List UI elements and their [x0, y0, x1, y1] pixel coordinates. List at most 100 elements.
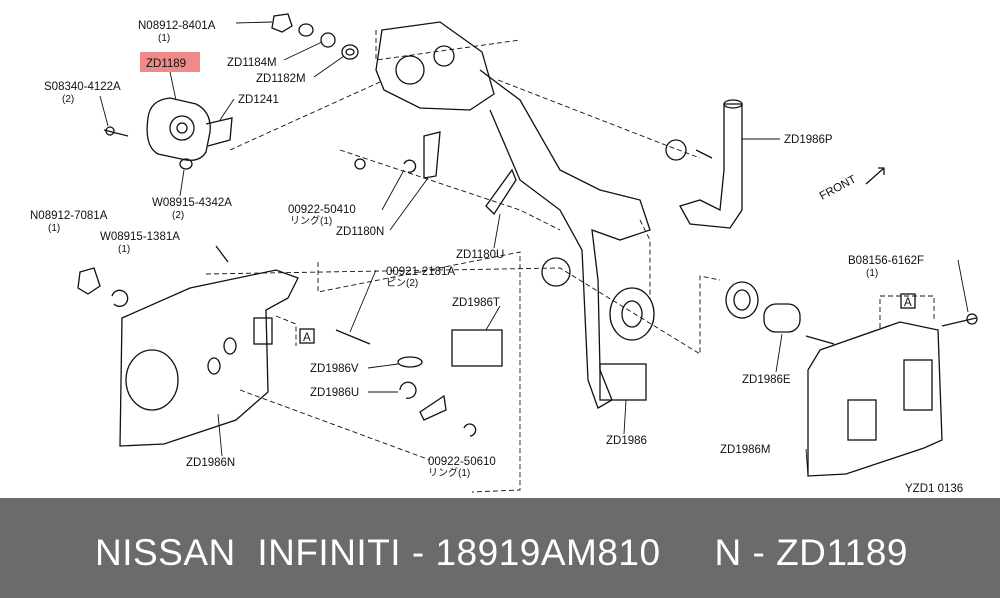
- lever-pin: [695, 149, 713, 159]
- stud-left-1: [223, 337, 237, 355]
- pedal-bushing: [609, 287, 655, 341]
- clevis-zd1180n: [423, 131, 441, 179]
- pivot-hole: [433, 45, 455, 67]
- label-w08915-1381a-qty: (1): [118, 244, 130, 255]
- leader-10: [805, 448, 809, 477]
- label-00922-50610: 00922-50610: [428, 456, 496, 468]
- pin-small: [354, 158, 366, 170]
- label-zd1184m: ZD1184M: [227, 57, 277, 69]
- label-zd1986v: ZD1986V: [310, 363, 359, 375]
- label-zd1986t: ZD1986T: [452, 297, 500, 309]
- ref-box-a-right: [900, 293, 916, 309]
- leader-4: [169, 71, 177, 101]
- switch-zd1986t: [451, 329, 503, 367]
- ref-box-a-left: [299, 328, 315, 344]
- lever-top: [723, 99, 743, 109]
- label-front: FRONT: [818, 173, 859, 202]
- leader-14: [367, 363, 399, 369]
- leader-1: [235, 21, 273, 24]
- label-s08340-4122a: S08340-4122A: [44, 81, 121, 93]
- bracket-zd1986n: [119, 269, 299, 447]
- leader-18: [381, 169, 405, 211]
- washer-zd1986v: [397, 356, 423, 368]
- dash-9: [275, 315, 297, 346]
- washer-zd1184m: [320, 32, 336, 48]
- part-number-caption: NISSAN INFINITI - 18919AM810 N - ZD1189: [95, 532, 908, 573]
- stud-left-2: [207, 357, 221, 375]
- label-zd1180n: ZD1180N: [336, 226, 384, 238]
- label-00922-50410-sub: リング(1): [290, 214, 332, 227]
- leader-7: [179, 169, 185, 197]
- washer-w08915-4342a: [179, 158, 193, 170]
- washer-w08915-1381a: [111, 289, 129, 307]
- label-n08912-8401a: N08912-8401A: [138, 20, 216, 32]
- label-00921-2181a: 00921-2181A: [386, 266, 455, 278]
- leader-19: [389, 177, 429, 231]
- collar: [541, 257, 571, 287]
- leader-6: [219, 98, 235, 121]
- parts-diagram: ZD1189 N08912-8401A (1) ZD1184M ZD1182M …: [30, 13, 978, 495]
- dash-3: [339, 149, 561, 231]
- dash-2: [375, 30, 521, 61]
- clip-plate: [419, 394, 447, 421]
- lever-zd1986p: [679, 103, 743, 229]
- label-n08912-7081a: N08912-7081A: [30, 210, 108, 222]
- ref-a-right-text: A: [904, 297, 912, 309]
- leader-3: [313, 55, 345, 78]
- bracket-window: [903, 359, 933, 411]
- label-zd1189: ZD1189: [146, 58, 186, 70]
- dash-5: [317, 251, 521, 493]
- nut-top: [271, 13, 293, 33]
- plate-zd1180u: [485, 168, 517, 216]
- label-w08915-4342a-qty: (2): [172, 210, 184, 221]
- sensor-connector-zd1241: [205, 117, 233, 147]
- bushing-right: [665, 139, 687, 161]
- screw-head: [105, 126, 115, 136]
- label-zd1986: ZD1986: [606, 435, 647, 447]
- nut-n08912-7081a: [77, 267, 101, 295]
- dash-7: [239, 389, 431, 461]
- bracket-hole: [125, 349, 179, 411]
- label-b08156-6162f: B08156-6162F: [848, 255, 924, 267]
- dash-1: [229, 81, 381, 151]
- label-n08912-7081a-qty: (1): [48, 223, 60, 234]
- dash-6: [205, 267, 721, 355]
- bolt-head: [966, 313, 978, 325]
- pedal-arm-zd1986: [479, 69, 651, 409]
- label-n08912-8401a-qty: (1): [158, 33, 170, 44]
- label-zd1182m: ZD1182M: [256, 73, 306, 85]
- exploded-view-drawing: ZD1189 N08912-8401A (1) ZD1184M ZD1182M …: [30, 13, 978, 495]
- leader-16: [349, 269, 377, 333]
- label-b08156-6162f-qty: (1): [866, 268, 878, 279]
- pin-00921-2181a: [335, 329, 371, 345]
- highlight-box: [140, 52, 200, 72]
- dash-4: [497, 79, 701, 159]
- ring-00922-50410: [403, 159, 417, 173]
- label-zd1986p: ZD1986P: [784, 134, 833, 146]
- pedal-bushing-hole: [621, 300, 643, 328]
- label-zd1986n: ZD1986N: [186, 457, 235, 469]
- label-zd1986u: ZD1986U: [310, 387, 359, 399]
- label-s08340-4122a-qty: (2): [62, 94, 74, 105]
- bolt-left: [215, 245, 229, 263]
- ring-00922-50610: [463, 423, 477, 437]
- label-00922-50610-sub: リング(1): [428, 466, 470, 479]
- bolt-b08156: [941, 317, 977, 327]
- ref-a-left-text: A: [303, 332, 311, 344]
- pivot-boss: [395, 55, 425, 85]
- label-zd1180u: ZD1180U: [456, 249, 504, 261]
- sensor-zd1189: [146, 97, 211, 161]
- bracket-zd1986m: [807, 321, 943, 477]
- label-w08915-1381a: W08915-1381A: [100, 231, 180, 243]
- washer-top: [298, 23, 314, 37]
- front-arrow-icon: [865, 167, 885, 185]
- bushing-flange: [725, 281, 759, 319]
- label-w08915-4342a: W08915-4342A: [152, 197, 232, 209]
- leader-9: [775, 333, 783, 373]
- screw-s08340: [103, 129, 129, 137]
- leader-20: [493, 213, 501, 249]
- leader-5: [99, 95, 109, 127]
- bushing-flange-hole: [733, 289, 751, 311]
- label-00922-50410: 00922-50410: [288, 204, 356, 216]
